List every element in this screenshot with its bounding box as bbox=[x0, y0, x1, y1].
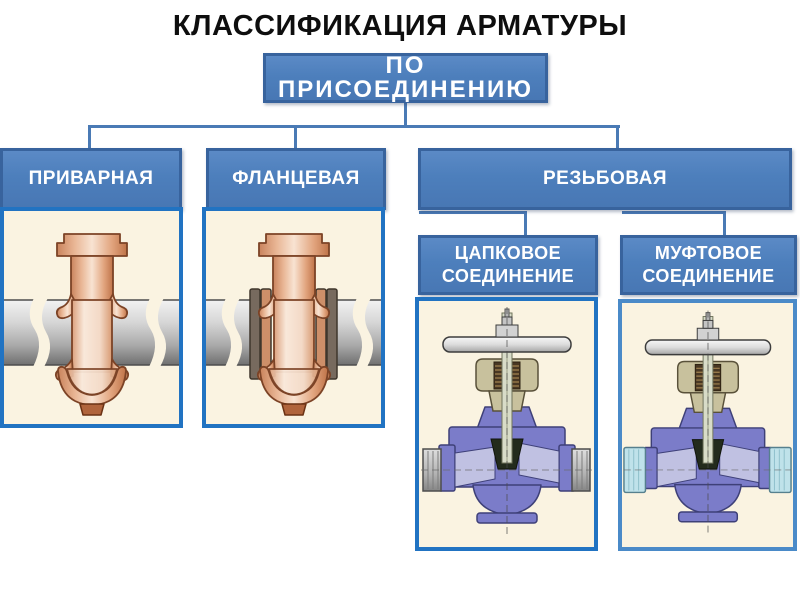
socket-coupling-globe-valve-image bbox=[623, 310, 792, 536]
node-capkovoe-line2: СОЕДИНЕНИЕ bbox=[441, 266, 575, 286]
node-muftovoe-line2: СОЕДИНЕНИЕ bbox=[642, 266, 775, 286]
connector-sub-horizontal-left bbox=[419, 211, 527, 214]
node-po-prisoedineniyu: ПО ПРИСОЕДИНЕНИЮ bbox=[263, 53, 548, 103]
panel-muftovoe-illustration bbox=[618, 299, 797, 551]
node-capkovoe-line1: ЦАПКОВОЕ bbox=[454, 243, 562, 263]
welded-tee-valve-image bbox=[4, 233, 179, 416]
panel-capkovoe-illustration bbox=[415, 297, 598, 551]
node-rezbovaya-label: РЕЗЬБОВАЯ bbox=[543, 168, 667, 189]
connector-drop-capkovoe bbox=[524, 211, 527, 236]
centerlines bbox=[421, 307, 592, 537]
connector-drop-privarnaya bbox=[88, 125, 91, 149]
node-flancevaya-label: ФЛАНЦЕВАЯ bbox=[232, 168, 360, 189]
node-privarnaya: ПРИВАРНАЯ bbox=[0, 148, 182, 210]
root-node-line2: ПРИСОЕДИНЕНИЮ bbox=[278, 76, 533, 103]
node-flancevaya: ФЛАНЦЕВАЯ bbox=[206, 148, 386, 210]
connector-drop-rezbovaya bbox=[616, 125, 619, 149]
connector-main-horizontal bbox=[88, 125, 620, 128]
spigot-threaded-globe-valve-image bbox=[421, 307, 592, 537]
node-privarnaya-label: ПРИВАРНАЯ bbox=[28, 168, 154, 189]
node-muftovoe-soedinenie: МУФТОВОЕ СОЕДИНЕНИЕ bbox=[620, 235, 797, 295]
flange-plates bbox=[249, 288, 338, 380]
copper-valve-body bbox=[256, 233, 332, 416]
connector-drop-flancevaya bbox=[294, 125, 297, 149]
flanged-tee-valve-image bbox=[206, 233, 381, 416]
flow-passage bbox=[656, 442, 760, 488]
node-rezbovaya: РЕЗЬБОВАЯ bbox=[418, 148, 792, 210]
node-muftovoe-line1: МУФТОВОЕ bbox=[654, 243, 763, 263]
connector-drop-muftovoe bbox=[723, 211, 726, 236]
centerlines bbox=[623, 310, 792, 536]
flow-passage bbox=[454, 442, 560, 488]
panel-flancevaya-illustration bbox=[202, 207, 385, 428]
page-title: КЛАССИФИКАЦИЯ АРМАТУРЫ bbox=[172, 10, 628, 42]
root-node-line1: ПО bbox=[385, 52, 426, 79]
connector-sub-horizontal-right bbox=[622, 211, 726, 214]
node-capkovoe-soedinenie: ЦАПКОВОЕ СОЕДИНЕНИЕ bbox=[418, 235, 598, 295]
connector-root-stem bbox=[404, 101, 407, 127]
panel-privarnaya-illustration bbox=[0, 207, 183, 428]
copper-valve-body bbox=[54, 233, 130, 416]
